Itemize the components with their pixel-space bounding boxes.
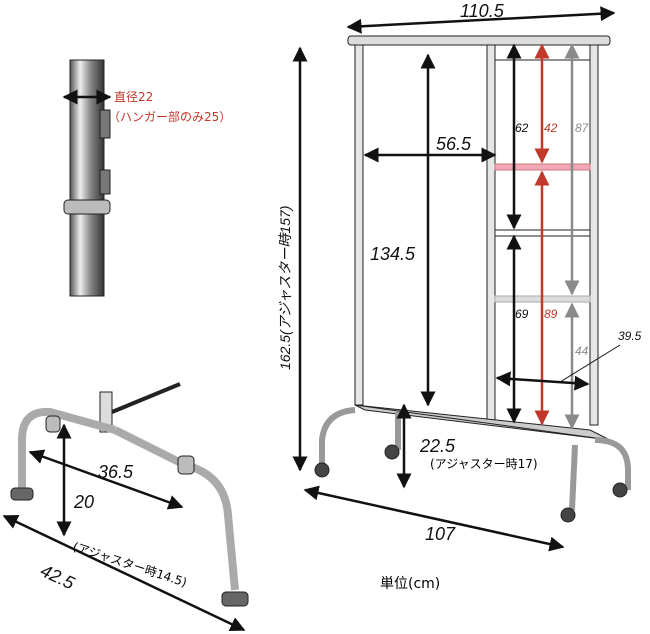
shelf-lower-inner-label: 69 (515, 307, 529, 321)
shelf-upper-inner-label: 62 (515, 121, 529, 135)
base-outer-span-label: 42.5 (37, 560, 78, 593)
base-height-note: (アジャスター時17) (430, 457, 538, 471)
width-top-arrow (346, 6, 616, 34)
pipe-clamp (63, 199, 111, 215)
hang-height-label: 134.5 (370, 244, 416, 264)
unit-label: 単位(cm) (380, 576, 440, 592)
shelf-upper-mid-label: 42 (544, 121, 558, 135)
base-height-detail-label: 20 (73, 492, 94, 512)
total-height-label: 162.5(アジャスター時157) (277, 206, 293, 370)
depth-label: 107 (425, 524, 456, 544)
shelf-width-arrow (495, 371, 590, 391)
rack-drawing (314, 35, 631, 523)
inner-width-label: 56.5 (436, 134, 472, 154)
base-height-detail-note: (アジャスター時14.5) (71, 540, 189, 590)
shelf-lower-outer-label: 44 (575, 344, 589, 358)
base-height-label: 22.5 (419, 436, 456, 456)
pipe-diameter-label: 直径22 (114, 90, 153, 104)
base-outer-span-arrow (2, 514, 246, 632)
base-dimensions: 36.5 20 (アジャスター時14.5) 42.5 (2, 423, 246, 632)
rack-dimensions: 110.5 162.5(アジャスター時157) 56.5 134.5 62 42… (277, 1, 642, 592)
shelf-width-label: 39.5 (618, 329, 642, 343)
pipe-body (69, 59, 105, 297)
hanger-note: （ハンガー部のみ25） (108, 109, 231, 124)
shelf-upper-outer-label: 87 (575, 121, 590, 135)
base-inner-span-arrow (28, 449, 184, 510)
shelf-lower-mid-label: 89 (544, 307, 558, 321)
width-top-label: 110.5 (460, 1, 505, 21)
pipe-detail: 直径22 （ハンガー部のみ25） (56, 59, 231, 297)
depth-arrow (303, 485, 565, 552)
base-inner-span-label: 36.5 (98, 462, 134, 482)
